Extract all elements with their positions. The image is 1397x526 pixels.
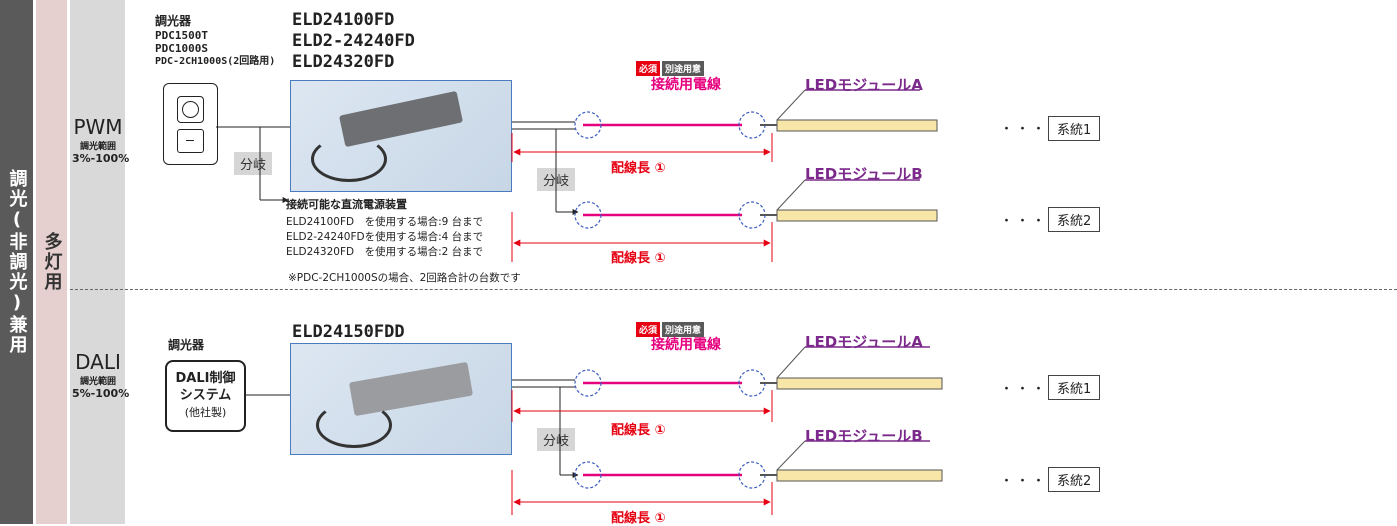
dali-length-label-1: 配線長 ① [611, 423, 666, 438]
pwm-range-value: 3%-100% [72, 152, 130, 165]
connector-circle [574, 201, 602, 229]
dali-system-1-box: 系統1 [1048, 375, 1101, 400]
compat-band-label: 調光(非調光)兼用 [6, 169, 28, 355]
connectable-note: ※PDC-2CH1000Sの場合、2回路合計の台数です [288, 272, 521, 284]
dali-mode-block: DALI 調光範囲 5%-100% [72, 350, 130, 400]
dali-continue-dots-1: ・・・・ [1000, 382, 1065, 397]
section-divider [70, 289, 1397, 290]
psu-model: ELD24100FD [292, 10, 395, 30]
pwm-length-label-1: 配線長 ① [611, 161, 666, 176]
dali-connector-circles [574, 369, 766, 489]
pwm-length-label-2: 配線長 ① [611, 251, 666, 266]
pwm-psu-models: ELD24100FD ELD2-24240FD ELD24320FD [292, 10, 415, 73]
connector-circle [574, 461, 602, 489]
pwm-connection-wires [583, 123, 742, 217]
mode-band [70, 0, 125, 524]
led-strip-a [776, 119, 938, 132]
dimmer-model: PDC-2CH1000S(2回路用) [155, 56, 276, 67]
compat-band: 調光(非調光)兼用 [0, 0, 33, 524]
multi-lamp-band: 多灯用 [36, 0, 67, 524]
connectable-title: 接続可能な直流電源装置 [286, 198, 407, 211]
dali-led-strips [760, 346, 943, 482]
separate-tag: 別途用意 [662, 61, 705, 76]
pwm-dimmer-models: PDC1500T PDC1000S PDC-2CH1000S(2回路用) [155, 29, 275, 68]
dali-mode-title: DALI [75, 350, 121, 374]
pwm-system-1-box: 系統1 [1048, 116, 1101, 141]
dimmer-switch [163, 83, 218, 165]
separate-tag: 別途用意 [662, 322, 705, 337]
connectable-row: ELD2-24240FDを使用する場合:4 台まで [286, 231, 484, 243]
led-strip-a [776, 377, 943, 390]
pwm-wire-tags: 必須別途用意 [636, 57, 706, 76]
pwm-output-wiring [512, 121, 579, 215]
led-strip-b [776, 209, 938, 222]
connector-circle [574, 111, 602, 139]
dali-wire-label: 接続用電線 [651, 337, 721, 353]
dali-psu-model: ELD24150FDD [292, 322, 405, 342]
connectable-row: ELD24100FD を使用する場合:9 台まで [286, 216, 484, 228]
dali-connection-wires [583, 381, 742, 477]
psu-model: ELD2-24240FD [292, 31, 415, 51]
pwm-system-2-box: 系統2 [1048, 207, 1101, 232]
dali-control-system: DALI制御 システム (他社製) [165, 360, 246, 432]
psu-model: ELD24320FD [292, 52, 395, 72]
dali-branch-label: 分岐 [537, 428, 576, 451]
dali-dimmer-heading: 調光器 [168, 338, 205, 352]
dali-control-line1: DALI制御 [175, 371, 236, 386]
pwm-led-strips [760, 89, 938, 222]
dimmer-button-icon [177, 129, 204, 153]
dali-length-dimensions [511, 390, 773, 515]
pwm-dimmer-heading: 調光器 [155, 14, 192, 28]
connectable-row: ELD24320FD を使用する場合:2 台まで [286, 246, 484, 258]
dali-continue-dots-2: ・・・・ [1000, 474, 1065, 489]
dali-length-label-2: 配線長 ① [611, 511, 666, 526]
pwm-range-label: 調光範囲 [79, 142, 116, 152]
pwm-wire-label: 接続用電線 [651, 77, 721, 93]
pwm-module-b-label: LEDモジュールB [805, 165, 923, 183]
dali-range-value: 5%-100% [72, 387, 130, 400]
pwm-power-supply-image [290, 80, 512, 192]
psu-cable-icon [316, 402, 392, 448]
dali-output-wiring [512, 379, 579, 478]
dali-system-2-box: 系統2 [1048, 467, 1101, 492]
psu-cable-icon [311, 136, 387, 182]
pwm-connector-circles [574, 111, 766, 229]
pwm-mode-block: PWM 調光範囲 3%-100% [72, 115, 130, 165]
dali-power-supply-image [290, 343, 512, 455]
dimmer-model: PDC1500T [155, 29, 208, 42]
pwm-continue-dots-1: ・・・・ [1000, 122, 1065, 137]
dimmer-model: PDC1000S [155, 42, 208, 55]
required-tag: 必須 [636, 61, 661, 76]
pwm-control-wiring [216, 126, 290, 203]
multi-lamp-band-label: 多灯用 [41, 232, 63, 292]
led-strip-b [776, 469, 943, 482]
dali-wire-tags: 必須別途用意 [636, 318, 706, 337]
dali-control-line3: (他社製) [184, 406, 227, 419]
dali-control-line2: システム [179, 388, 232, 403]
pwm-length-dimensions [511, 133, 773, 262]
required-tag: 必須 [636, 322, 661, 337]
dali-range-label: 調光範囲 [79, 377, 116, 387]
dimmer-knob-icon [177, 96, 204, 123]
connectable-psu-block: 接続可能な直流電源装置 ELD24100FD を使用する場合:9 台まで ELD… [286, 196, 483, 260]
connector-circle [574, 369, 602, 397]
pwm-mode-title: PWM [73, 115, 123, 139]
pwm-continue-dots-2: ・・・・ [1000, 214, 1065, 229]
